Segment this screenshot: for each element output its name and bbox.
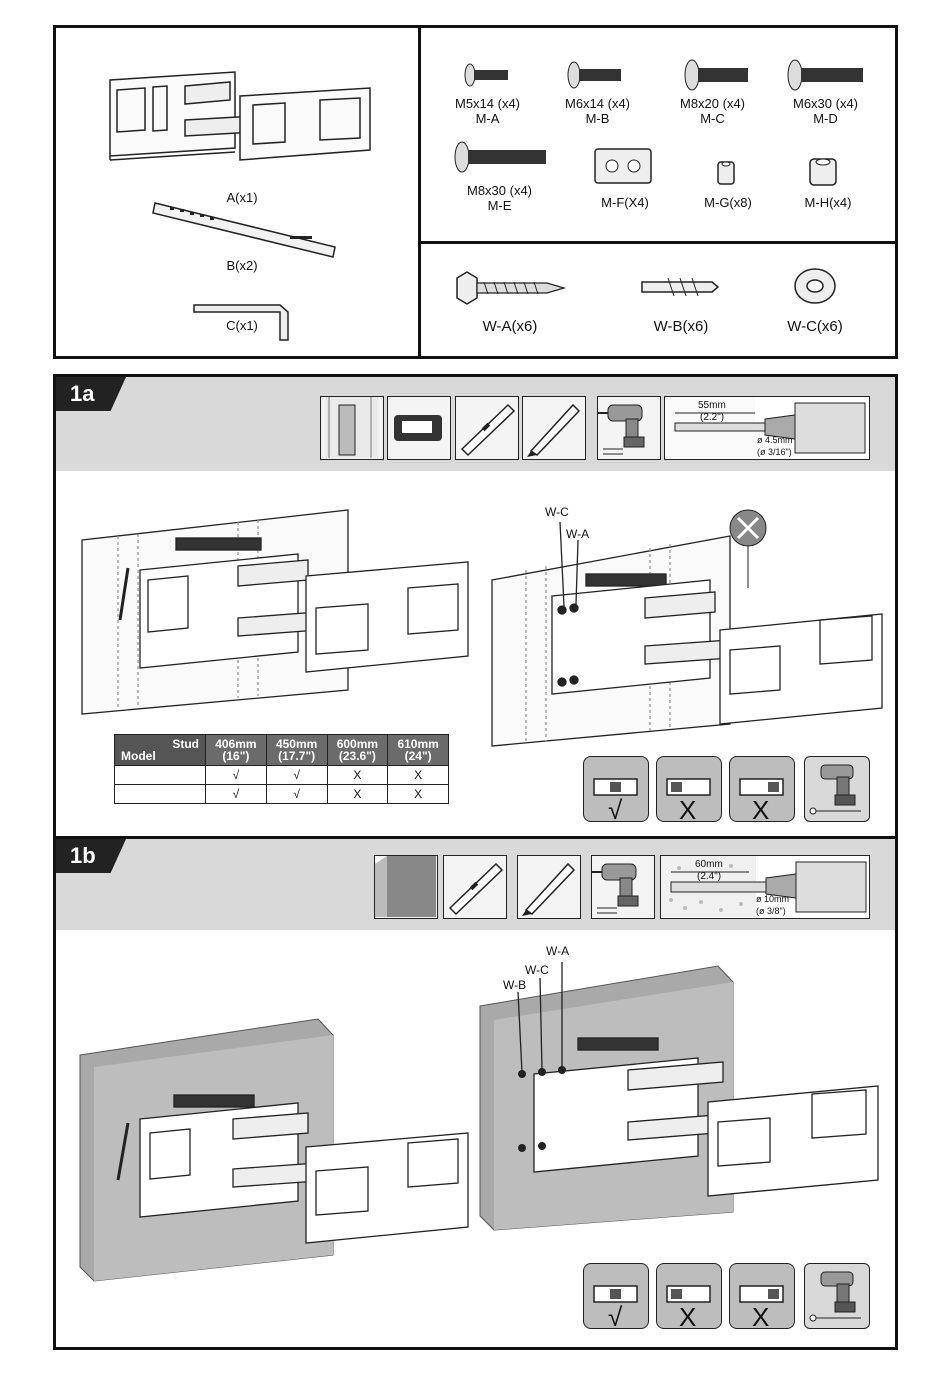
level-check-tilt-right-card-1b: X bbox=[729, 1263, 795, 1332]
step-1a-tag: 1a bbox=[56, 377, 126, 411]
stud-detector-tool-icon bbox=[387, 396, 451, 460]
level-mark-bad-2-1b: X bbox=[752, 1302, 770, 1332]
anchor-icon bbox=[641, 277, 720, 297]
screw-m-e-icon bbox=[454, 141, 546, 173]
level-check-tilt-right-card: X bbox=[729, 756, 795, 825]
hardware-m-a-size: M5x14 (x4) bbox=[454, 96, 521, 111]
pencil-tool-icon bbox=[522, 396, 586, 460]
level-check-ok-card: √ bbox=[583, 756, 649, 825]
hardware-m-e-code: M-E bbox=[487, 198, 512, 213]
stud-table-corner: Stud Model bbox=[114, 734, 206, 766]
screw-m-d-icon bbox=[787, 59, 863, 91]
concrete-wall-mount-right-illustration bbox=[479, 962, 879, 1231]
drill-depth-1a-mm: 55mm bbox=[698, 400, 726, 411]
drill-card-1b-icon bbox=[804, 1263, 870, 1329]
screw-m-b-icon bbox=[567, 61, 621, 89]
part-c-label: C(x1) bbox=[226, 318, 258, 333]
bracket-illustration bbox=[152, 202, 336, 258]
stud-col-450: 450mm(17.7") bbox=[265, 734, 328, 766]
hardware-m-c-code: M-C bbox=[700, 111, 725, 126]
level-mark-bad-1-1b: X bbox=[679, 1302, 697, 1332]
wall-hardware-c-label: W-C(x6) bbox=[787, 318, 843, 335]
drill-depth-diagram: 55mm (2.2") ø 4.5mm (ø 3/16") bbox=[664, 396, 870, 460]
level-tool-icon bbox=[455, 396, 519, 460]
drill-bit-1b-in: (ø 3/8") bbox=[756, 906, 786, 916]
spacer-large-icon bbox=[809, 158, 837, 186]
table-row: √ √ X X bbox=[114, 765, 449, 785]
hardware-m-b-code: M-B bbox=[585, 111, 610, 126]
stud-table-corner-top: Stud bbox=[172, 737, 199, 751]
spacer-small-icon bbox=[717, 161, 735, 185]
wall-hardware-a-label: W-A(x6) bbox=[482, 318, 538, 335]
part-a-label: A(x1) bbox=[226, 190, 258, 205]
stud-wall-mount-left-illustration bbox=[81, 509, 469, 715]
drill-bit-1b-mm: ø 10mm bbox=[756, 894, 790, 904]
mount-arm-illustration bbox=[109, 71, 371, 161]
stud-col-406: 406mm(16") bbox=[205, 734, 267, 766]
hardware-m-e-size: M8x30 (x4) bbox=[466, 183, 533, 198]
wall-hardware-b-label: W-B(x6) bbox=[653, 318, 709, 335]
lag-bolt-icon bbox=[456, 271, 567, 305]
hardware-m-a-code: M-A bbox=[475, 111, 500, 126]
screw-m-a-icon bbox=[464, 63, 508, 87]
table-row: √ √ X X bbox=[114, 784, 449, 804]
level-mark-ok: √ bbox=[608, 795, 623, 825]
callout-1a-wa: W-A bbox=[566, 527, 590, 541]
stud-table-corner-bottom: Model bbox=[121, 749, 156, 763]
parts-divider bbox=[418, 241, 898, 244]
stud-spacing-table: Stud Model 406mm(16") 450mm(17.7") 600mm… bbox=[114, 734, 449, 804]
hardware-m-d-size: M6x30 (x4) bbox=[792, 96, 859, 111]
hex-key-illustration bbox=[193, 304, 289, 341]
concrete-wall-mount-left-illustration bbox=[79, 1018, 469, 1282]
hardware-m-f-label: M-F(X4) bbox=[601, 195, 649, 210]
washer-plate-icon bbox=[594, 148, 652, 184]
drill-card-icon bbox=[804, 756, 870, 822]
level-mark-bad-2: X bbox=[752, 795, 770, 825]
drill-depth-1b-diagram: 60mm (2.4") ø 10mm (ø 3/8") bbox=[660, 855, 870, 919]
callout-1b-wb: W-B bbox=[503, 978, 527, 992]
level-mark-ok-1b: √ bbox=[608, 1302, 623, 1332]
callout-1b-wa: W-A bbox=[546, 944, 570, 958]
screw-m-c-icon bbox=[684, 59, 748, 91]
flat-washer-icon bbox=[794, 268, 836, 304]
callout-1b-wc: W-C bbox=[525, 963, 549, 977]
callout-1a-wc: W-C bbox=[545, 505, 569, 519]
level-check-tilt-left-card-1b: X bbox=[656, 1263, 722, 1332]
hardware-m-d-code: M-D bbox=[813, 111, 838, 126]
drill-tool-1b-icon bbox=[591, 855, 655, 919]
stud-finder-tool-icon bbox=[320, 396, 384, 460]
level-check-tilt-left-card: X bbox=[656, 756, 722, 825]
hardware-m-g-label: M-G(x8) bbox=[704, 195, 752, 210]
drill-depth-1b-in: (2.4") bbox=[697, 871, 722, 882]
drill-bit-1a-mm: ø 4.5mm bbox=[757, 435, 793, 445]
drill-tool-icon bbox=[597, 396, 661, 460]
concrete-wall-tool-icon bbox=[374, 855, 438, 919]
level-check-ok-card-1b: √ bbox=[583, 1263, 649, 1332]
level-tool-1b-icon bbox=[443, 855, 507, 919]
part-b-label: B(x2) bbox=[226, 258, 258, 273]
hardware-m-b-size: M6x14 (x4) bbox=[564, 96, 631, 111]
stud-col-600: 600mm(23.6") bbox=[326, 734, 389, 766]
hardware-m-c-size: M8x20 (x4) bbox=[679, 96, 746, 111]
drill-depth-1a-in: (2.2") bbox=[700, 412, 725, 423]
pencil-tool-1b-icon bbox=[517, 855, 581, 919]
stud-col-610: 610mm(24") bbox=[387, 734, 449, 766]
drill-depth-1b-mm: 60mm bbox=[695, 859, 723, 870]
level-mark-bad-1: X bbox=[679, 795, 697, 825]
hardware-m-h-label: M-H(x4) bbox=[804, 195, 852, 210]
drill-bit-1a-in: (ø 3/16") bbox=[757, 447, 792, 457]
stud-wall-mount-right-illustration bbox=[491, 509, 883, 747]
